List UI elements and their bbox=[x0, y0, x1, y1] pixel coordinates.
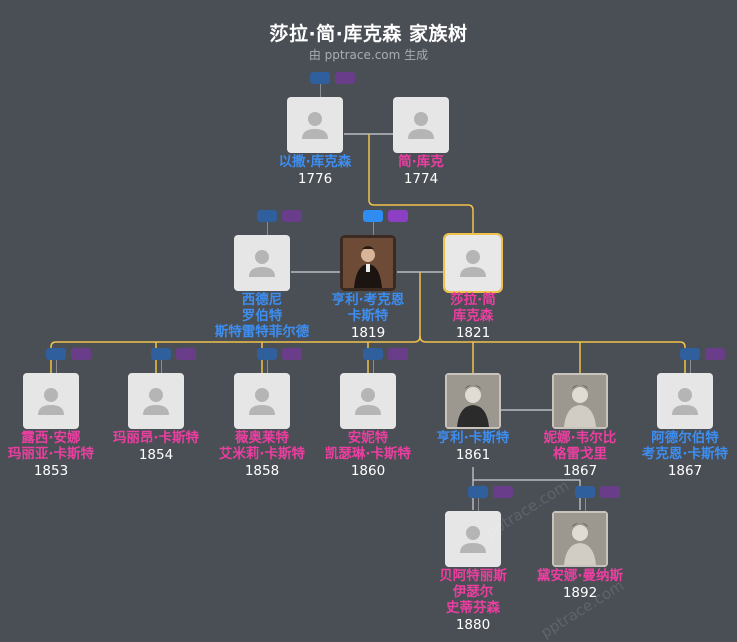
person-icon bbox=[460, 526, 486, 553]
person-icon bbox=[302, 112, 328, 139]
portrait-painting-icon bbox=[340, 235, 396, 291]
person-name-henry[interactable]: 亨利·卡斯特 bbox=[436, 430, 510, 446]
female-line-badge[interactable] bbox=[335, 72, 355, 84]
descent-line-right bbox=[419, 335, 686, 373]
person-name-beatrice[interactable]: 贝阿特丽斯 bbox=[439, 568, 507, 584]
person-photo-beatrice[interactable] bbox=[445, 511, 501, 567]
person-icon bbox=[249, 388, 275, 415]
person-photo-diana[interactable] bbox=[552, 511, 608, 567]
male-line-badge[interactable] bbox=[257, 348, 277, 360]
portrait-photo-icon bbox=[552, 373, 608, 429]
person-name-beatrice[interactable]: 史蒂芬森 bbox=[446, 600, 500, 616]
person-name-violet[interactable]: 艾米莉·卡斯特 bbox=[218, 446, 306, 462]
person-name-lucy[interactable]: 玛丽亚·卡斯特 bbox=[7, 446, 95, 462]
person-name-albert[interactable]: 阿德尔伯特 bbox=[651, 430, 719, 446]
page-title: 莎拉·简·库克森 家族树 bbox=[269, 23, 468, 45]
male-line-badge[interactable] bbox=[363, 210, 383, 222]
person-photo-sidney[interactable] bbox=[234, 235, 290, 291]
male-line-badge[interactable] bbox=[257, 210, 277, 222]
person-birth-year-beatrice: 1880 bbox=[455, 617, 491, 633]
portrait-photo-icon bbox=[552, 511, 608, 567]
page-subtitle: 由 pptrace.com 生成 bbox=[308, 48, 429, 62]
person-name-henry_sr[interactable]: 亨利·考克恩 bbox=[331, 292, 405, 308]
male-line-badge[interactable] bbox=[363, 348, 383, 360]
person-photo-isaac[interactable] bbox=[287, 97, 343, 153]
person-name-violet[interactable]: 薇奥莱特 bbox=[235, 430, 289, 446]
portrait-photo-icon bbox=[445, 373, 501, 429]
person-name-henry_sr[interactable]: 卡斯特 bbox=[347, 308, 389, 324]
female-line-badge[interactable] bbox=[176, 348, 196, 360]
male-line-badge[interactable] bbox=[310, 72, 330, 84]
person-photo-albert[interactable] bbox=[657, 373, 713, 429]
person-photo-annette[interactable] bbox=[340, 373, 396, 429]
person-photo-jane[interactable] bbox=[393, 97, 449, 153]
person-icon bbox=[408, 112, 434, 139]
male-line-badge[interactable] bbox=[680, 348, 700, 360]
person-birth-year-albert: 1867 bbox=[667, 463, 703, 479]
female-line-badge[interactable] bbox=[705, 348, 725, 360]
person-birth-year-annette: 1860 bbox=[350, 463, 386, 479]
person-name-nina[interactable]: 妮娜·韦尔比 bbox=[543, 430, 617, 446]
person-birth-year-sarah: 1821 bbox=[455, 325, 491, 341]
person-name-sarah[interactable]: 莎拉·简 bbox=[450, 292, 496, 308]
person-name-annette[interactable]: 凯瑟琳·卡斯特 bbox=[324, 446, 412, 462]
person-name-jane[interactable]: 简·库克 bbox=[398, 154, 444, 170]
person-icon bbox=[460, 250, 486, 277]
female-line-badge[interactable] bbox=[600, 486, 620, 498]
male-line-badge[interactable] bbox=[151, 348, 171, 360]
person-icon bbox=[355, 388, 381, 415]
person-photo-marian[interactable] bbox=[128, 373, 184, 429]
female-line-badge[interactable] bbox=[282, 348, 302, 360]
person-name-isaac[interactable]: 以撒·库克森 bbox=[278, 154, 352, 170]
person-name-nina[interactable]: 格雷戈里 bbox=[553, 446, 607, 462]
person-birth-year-marian: 1854 bbox=[138, 447, 174, 463]
female-line-badge[interactable] bbox=[493, 486, 513, 498]
person-name-marian[interactable]: 玛丽昂·卡斯特 bbox=[112, 430, 200, 446]
person-icon bbox=[38, 388, 64, 415]
male-line-badge[interactable] bbox=[575, 486, 595, 498]
person-name-sarah[interactable]: 库克森 bbox=[452, 308, 494, 324]
person-icon bbox=[672, 388, 698, 415]
person-birth-year-henry_sr: 1819 bbox=[350, 325, 386, 341]
person-name-sidney[interactable]: 罗伯特 bbox=[241, 308, 283, 324]
person-name-beatrice[interactable]: 伊瑟尔 bbox=[452, 584, 494, 600]
person-birth-year-violet: 1858 bbox=[244, 463, 280, 479]
male-line-badge[interactable] bbox=[468, 486, 488, 498]
female-line-badge[interactable] bbox=[71, 348, 91, 360]
person-birth-year-henry: 1861 bbox=[455, 447, 491, 463]
person-photo-henry_sr[interactable] bbox=[340, 235, 396, 291]
person-icon bbox=[143, 388, 169, 415]
person-icon bbox=[249, 250, 275, 277]
female-line-badge[interactable] bbox=[388, 210, 408, 222]
person-photo-violet[interactable] bbox=[234, 373, 290, 429]
descent-line-to-sarah bbox=[368, 134, 474, 235]
person-name-diana[interactable]: 黛安娜·曼纳斯 bbox=[536, 568, 624, 584]
person-name-sidney[interactable]: 西德尼 bbox=[241, 292, 283, 308]
female-line-badge[interactable] bbox=[282, 210, 302, 222]
person-photo-lucy[interactable] bbox=[23, 373, 79, 429]
person-name-albert[interactable]: 考克恩·卡斯特 bbox=[641, 446, 729, 462]
person-birth-year-lucy: 1853 bbox=[33, 463, 69, 479]
person-birth-year-jane: 1774 bbox=[403, 171, 439, 187]
person-birth-year-diana: 1892 bbox=[562, 585, 598, 601]
person-name-sidney[interactable]: 斯特雷特菲尔德 bbox=[214, 324, 310, 340]
person-photo-sarah[interactable] bbox=[443, 233, 503, 293]
person-birth-year-isaac: 1776 bbox=[297, 171, 333, 187]
person-birth-year-nina: 1867 bbox=[562, 463, 598, 479]
male-line-badge[interactable] bbox=[46, 348, 66, 360]
person-name-lucy[interactable]: 露西·安娜 bbox=[21, 430, 81, 446]
person-photo-henry[interactable] bbox=[445, 373, 501, 429]
female-line-badge[interactable] bbox=[388, 348, 408, 360]
person-name-annette[interactable]: 安妮特 bbox=[347, 430, 389, 446]
person-photo-nina[interactable] bbox=[552, 373, 608, 429]
